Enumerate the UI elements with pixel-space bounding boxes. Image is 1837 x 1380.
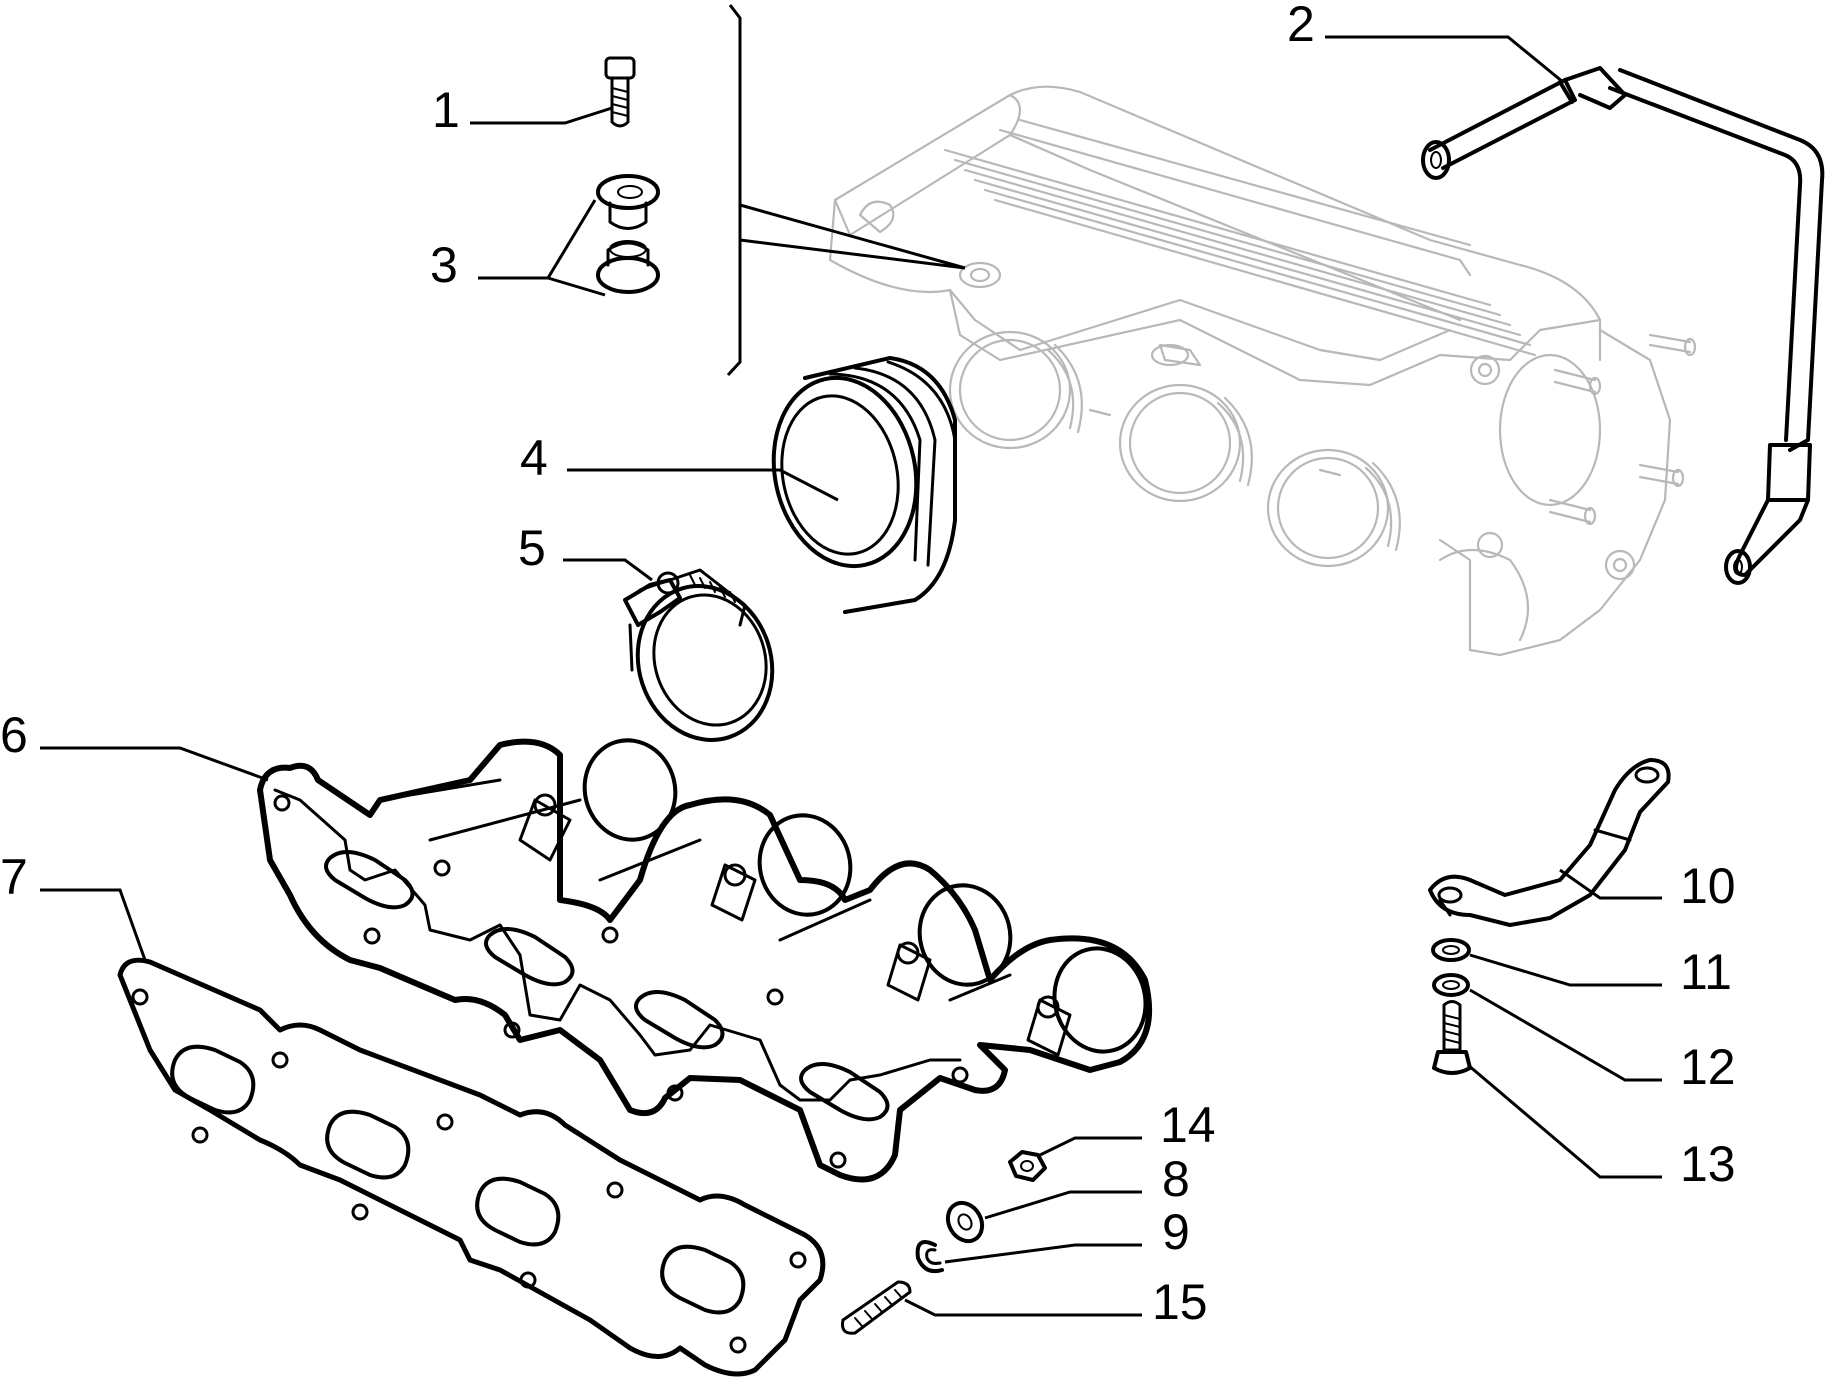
callout-1: 1: [432, 82, 460, 138]
callout-12: 12: [1680, 1039, 1736, 1095]
part-1-bolt: [604, 56, 636, 128]
callout-7: 7: [0, 849, 28, 905]
callout-10: 10: [1680, 858, 1736, 914]
callout-9: 9: [1162, 1204, 1190, 1260]
callout-3: 3: [430, 237, 458, 293]
leader-lines: [40, 35, 1662, 1317]
part-10-bracket: [1428, 758, 1671, 927]
part-9-spring-washer: [915, 1240, 944, 1274]
part-7-manifold-gasket: [117, 957, 826, 1377]
part-5-hose-clamp: [623, 568, 775, 742]
callout-8: 8: [1162, 1151, 1190, 1207]
part-2-breather-pipe: [1421, 66, 1825, 585]
callout-14: 14: [1160, 1097, 1216, 1153]
callout-13: 13: [1680, 1136, 1736, 1192]
part-11-washer: [1431, 938, 1471, 962]
cylinder-head-assembly-ghost: [828, 85, 1697, 657]
part-6-intake-manifold: [257, 738, 1153, 1183]
part-4-rubber-sleeve: [771, 356, 957, 614]
part-13-bolt: [1432, 1000, 1472, 1075]
part-14-nut: [1008, 1150, 1047, 1182]
callout-numbers: 1 2 3 4 5 6 7 8 9 10 11 12 13 14 15: [0, 0, 1736, 1330]
part-15-stud: [841, 1280, 912, 1335]
callout-2: 2: [1287, 0, 1315, 52]
callout-11: 11: [1680, 944, 1732, 1000]
reference-bracket: [726, 4, 966, 377]
part-12-spring-washer: [1432, 973, 1470, 997]
callout-6: 6: [0, 707, 28, 763]
part-3-grommet: [596, 174, 660, 294]
callout-4: 4: [520, 430, 548, 486]
part-8-washer: [945, 1200, 985, 1244]
callout-15: 15: [1152, 1274, 1208, 1330]
callout-5: 5: [518, 520, 546, 576]
